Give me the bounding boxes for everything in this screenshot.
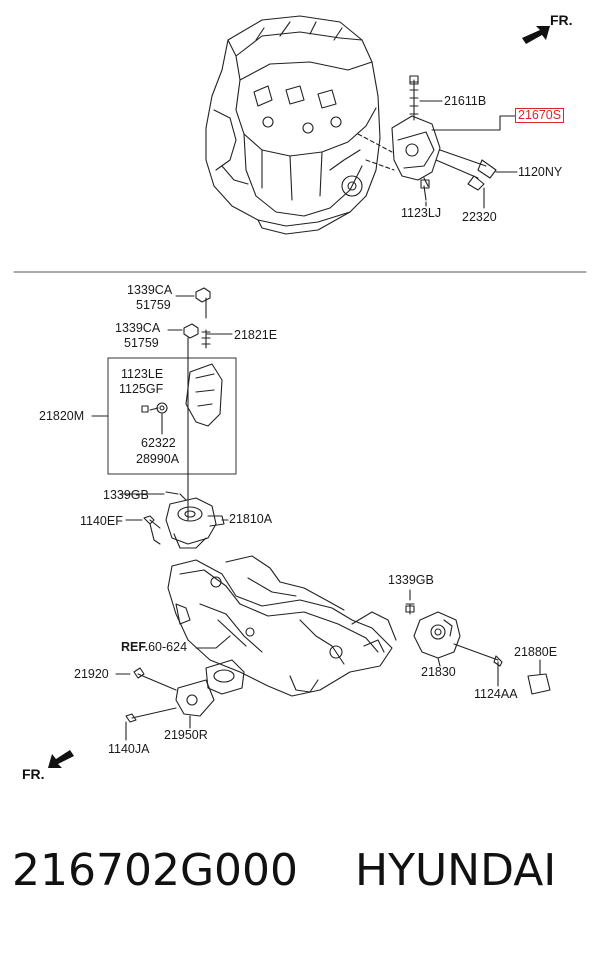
label-62322: 62322 xyxy=(141,436,176,450)
label-1124AA: 1124AA xyxy=(474,687,518,701)
label-21830: 21830 xyxy=(421,665,456,679)
caption-bar: 216702G000 HYUNDAI xyxy=(0,845,600,915)
label-28990A: 28990A xyxy=(136,452,180,466)
label-51759-second: 51759 xyxy=(124,336,159,350)
label-21611B: 21611B xyxy=(444,94,487,108)
parts-diagram xyxy=(13,15,587,768)
label-1140EF: 1140EF xyxy=(80,514,123,528)
label-21670S-highlighted: 21670S xyxy=(515,108,565,123)
reference-prefix: REF. xyxy=(121,640,149,654)
label-21920: 21920 xyxy=(74,667,109,681)
label-1123LE: 1123LE xyxy=(121,367,164,381)
label-1140JA: 1140JA xyxy=(108,742,150,756)
reference-value: 60-624 xyxy=(148,640,188,654)
label-21821E: 21821E xyxy=(234,328,278,342)
label-21950R: 21950R xyxy=(164,728,208,742)
label-1339CA-second: 1339CA xyxy=(115,321,161,335)
front-direction-label-top: FR. xyxy=(550,12,573,28)
label-1123LJ: 1123LJ xyxy=(401,206,442,220)
label-1339GB-right: 1339GB xyxy=(388,573,434,587)
front-direction-label-bottom: FR. xyxy=(22,766,45,782)
brand-name: HYUNDAI xyxy=(355,845,557,896)
label-1339CA-top: 1339CA xyxy=(127,283,173,297)
engine-block-illustration xyxy=(205,15,381,235)
label-1339GB-left: 1339GB xyxy=(103,488,149,502)
label-21820M: 21820M xyxy=(39,409,85,423)
label-1125GF: 1125GF xyxy=(119,382,164,396)
label-21810A: 21810A xyxy=(229,512,273,526)
part-number: 216702G000 xyxy=(12,845,299,896)
front-arrow-top-icon xyxy=(522,26,550,44)
front-arrow-bottom-icon xyxy=(48,750,74,768)
label-51759-top: 51759 xyxy=(136,298,171,312)
bracket-21670S-illustration xyxy=(357,75,497,201)
subframe-illustration xyxy=(167,555,397,697)
label-1120NY: 1120NY xyxy=(518,165,563,179)
label-21880E: 21880E xyxy=(514,645,558,659)
label-22320: 22320 xyxy=(462,210,497,224)
label-reference: REF.60-624 xyxy=(121,640,187,654)
